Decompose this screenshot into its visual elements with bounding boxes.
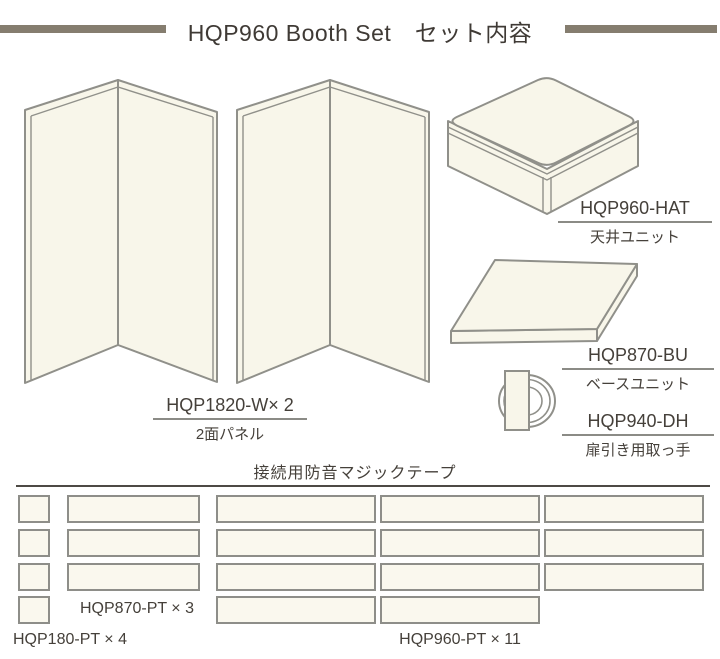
- tape-strip-long: [216, 495, 376, 523]
- tape-section-divider: [16, 485, 710, 487]
- door-handle-code: HQP940-DH: [562, 411, 714, 436]
- base-unit-name: ベースユニット: [585, 376, 691, 393]
- tape-strip-small: [18, 529, 50, 557]
- base-unit-label: HQP870-BU ベースユニット: [562, 345, 714, 394]
- tape-small-label: HQP180-PT × 4: [13, 631, 127, 648]
- tape-strip-small: [18, 596, 50, 624]
- tape-strip-long: [380, 495, 540, 523]
- door-handle-illustration: [498, 370, 556, 431]
- tape-strip-long: [380, 563, 540, 591]
- tape-strip-medium: [67, 563, 200, 591]
- tape-strip-long: [544, 529, 704, 557]
- base-unit-code: HQP870-BU: [562, 345, 714, 370]
- tape-strip-medium: [67, 495, 200, 523]
- ceiling-unit-name: 天井ユニット: [589, 229, 680, 246]
- tape-strip-small: [18, 495, 50, 523]
- tape-strip-long: [216, 529, 376, 557]
- door-handle-name: 扉引き用取っ手: [585, 442, 691, 459]
- tape-medium-label: HQP870-PT × 3: [80, 600, 194, 617]
- ceiling-unit-label: HQP960-HAT 天井ユニット: [558, 198, 712, 247]
- tape-strip-long: [544, 563, 704, 591]
- base-unit-illustration: [450, 259, 638, 344]
- ceiling-unit-illustration: [447, 77, 639, 215]
- tape-strip-long: [380, 529, 540, 557]
- tape-strip-long: [380, 596, 540, 624]
- page-title: HQP960 Booth Set セット内容: [187, 20, 533, 46]
- title-accent-bar-right: [565, 25, 717, 33]
- tape-section-heading: 接続用防音マジックテープ: [253, 465, 457, 482]
- ceiling-unit-code: HQP960-HAT: [558, 198, 712, 223]
- panel-name: 2面パネル: [195, 426, 265, 443]
- panel-code: HQP1820-W× 2: [153, 395, 307, 420]
- door-handle-label: HQP940-DH 扉引き用取っ手: [562, 411, 714, 460]
- tape-strip-long: [216, 563, 376, 591]
- tape-strip-long: [544, 495, 704, 523]
- tape-long-label: HQP960-PT × 11: [399, 631, 521, 648]
- tape-strip-small: [18, 563, 50, 591]
- panel-label: HQP1820-W× 2 2面パネル: [153, 395, 307, 444]
- tape-strip-long: [216, 596, 376, 624]
- tape-strip-medium: [67, 529, 200, 557]
- title-accent-bar-left: [0, 25, 166, 33]
